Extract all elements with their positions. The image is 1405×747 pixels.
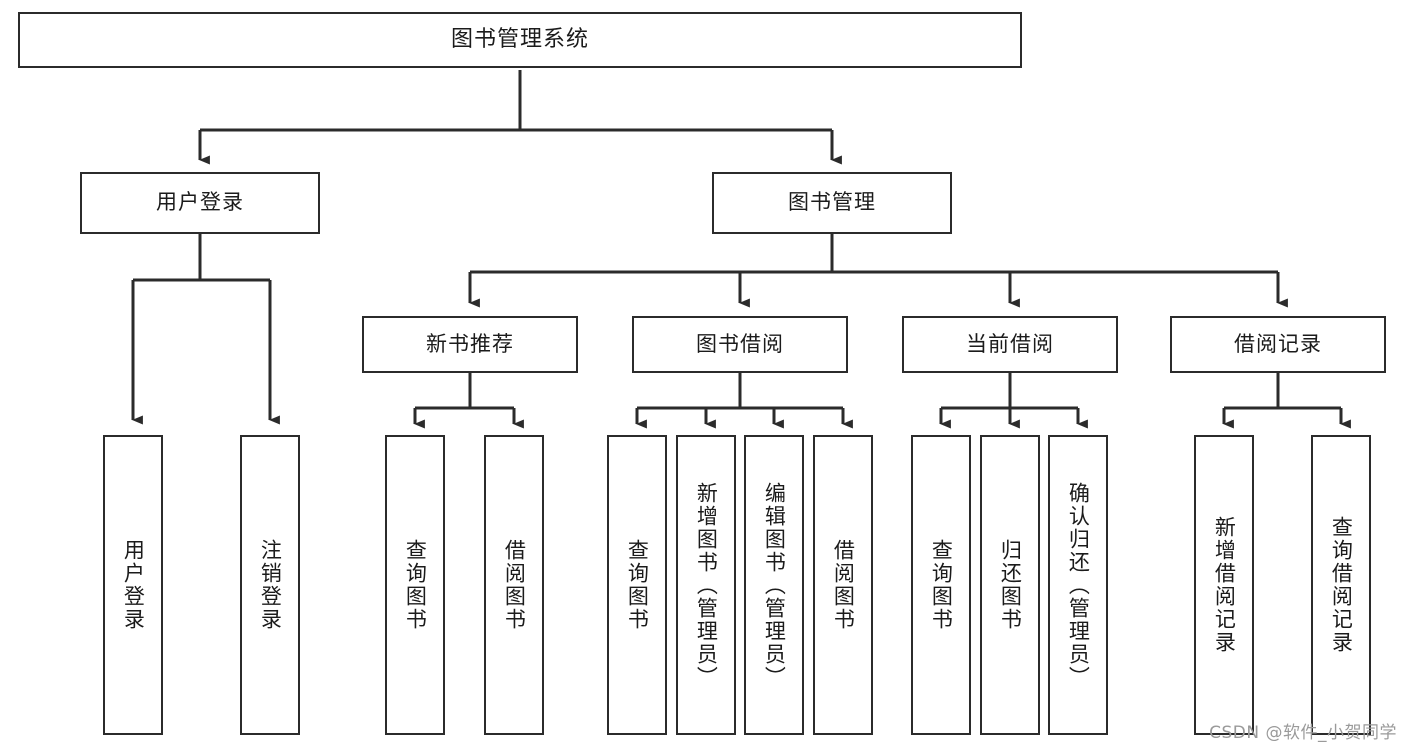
node-borrow-record-label: 借阅记录 [1234,331,1322,356]
node-leaf-query-book-1[interactable]: 查询图书 [385,435,445,735]
node-leaf-borrow-book-1-label: 借阅图书 [502,539,527,631]
node-leaf-query-book-3-label: 查询图书 [929,539,954,631]
node-root-label: 图书管理系统 [450,26,589,52]
node-current-borrow[interactable]: 当前借阅 [902,316,1118,373]
node-leaf-query-book-1-label: 查询图书 [403,539,428,631]
node-leaf-user-login-label: 用户登录 [121,539,146,631]
node-leaf-add-record[interactable]: 新增借阅记录 [1194,435,1254,735]
node-leaf-return-book[interactable]: 归还图书 [980,435,1040,735]
node-leaf-borrow-book-2[interactable]: 借阅图书 [813,435,873,735]
node-current-borrow-label: 当前借阅 [966,331,1054,356]
node-book-manage[interactable]: 图书管理 [712,172,952,234]
node-book-borrow[interactable]: 图书借阅 [632,316,848,373]
node-borrow-record[interactable]: 借阅记录 [1170,316,1386,373]
node-root[interactable]: 图书管理系统 [18,12,1022,68]
node-user-login-label: 用户登录 [156,190,244,215]
node-leaf-confirm-return-label: 确认归还（管理员） [1066,481,1091,689]
watermark-text: CSDN @软件_小贺同学 [1209,723,1397,743]
node-new-book-recommend[interactable]: 新书推荐 [362,316,578,373]
node-leaf-user-logout-label: 注销登录 [258,539,283,631]
node-leaf-add-book[interactable]: 新增图书（管理员） [676,435,736,735]
node-new-book-recommend-label: 新书推荐 [426,331,514,356]
node-user-login[interactable]: 用户登录 [80,172,320,234]
node-leaf-edit-book[interactable]: 编辑图书（管理员） [744,435,804,735]
node-leaf-add-book-label: 新增图书（管理员） [694,481,719,689]
node-book-borrow-label: 图书借阅 [696,331,784,356]
node-leaf-edit-book-label: 编辑图书（管理员） [762,481,787,689]
node-leaf-return-book-label: 归还图书 [998,539,1023,631]
node-leaf-query-record-label: 查询借阅记录 [1329,516,1354,654]
node-leaf-add-record-label: 新增借阅记录 [1212,516,1237,654]
node-leaf-query-record[interactable]: 查询借阅记录 [1311,435,1371,735]
node-book-manage-label: 图书管理 [788,190,876,215]
node-leaf-query-book-2-label: 查询图书 [625,539,650,631]
node-leaf-user-login[interactable]: 用户登录 [103,435,163,735]
node-leaf-confirm-return[interactable]: 确认归还（管理员） [1048,435,1108,735]
node-leaf-borrow-book-1[interactable]: 借阅图书 [484,435,544,735]
node-leaf-query-book-2[interactable]: 查询图书 [607,435,667,735]
node-leaf-query-book-3[interactable]: 查询图书 [911,435,971,735]
node-leaf-borrow-book-2-label: 借阅图书 [831,539,856,631]
node-leaf-user-logout[interactable]: 注销登录 [240,435,300,735]
